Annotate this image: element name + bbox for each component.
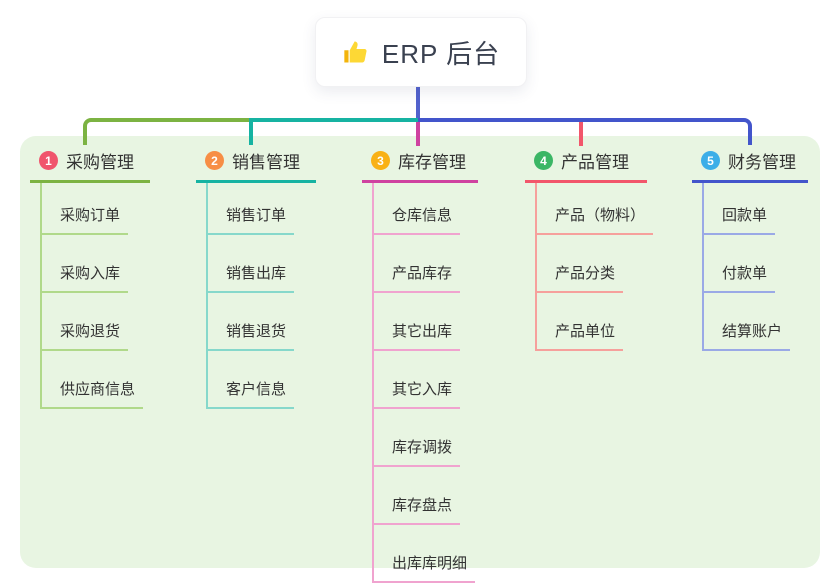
node-purchase-order[interactable]: 采购订单 bbox=[42, 183, 129, 235]
branch-purchase: 1 采购管理 采购订单 采购入库 采购退货 供应商信息 bbox=[30, 146, 150, 409]
branch-sales: 2 销售管理 销售订单 销售出库 销售退货 客户信息 bbox=[196, 146, 316, 409]
root-node-erp[interactable]: ERP 后台 bbox=[315, 17, 527, 87]
node-other-outbound[interactable]: 其它出库 bbox=[374, 293, 461, 351]
branch-node-product[interactable]: 4 产品管理 bbox=[525, 146, 647, 183]
branch-number-badge: 1 bbox=[39, 151, 58, 170]
branch-title: 产品管理 bbox=[561, 153, 629, 172]
node-outbound-detail[interactable]: 出库库明细 bbox=[374, 525, 476, 583]
node-other-inbound[interactable]: 其它入库 bbox=[374, 351, 461, 409]
branch-node-finance[interactable]: 5 财务管理 bbox=[692, 146, 808, 183]
branch-title: 销售管理 bbox=[232, 153, 300, 172]
branch-node-purchase[interactable]: 1 采购管理 bbox=[30, 146, 150, 183]
node-sales-return[interactable]: 销售退货 bbox=[208, 293, 295, 351]
branch-title: 财务管理 bbox=[728, 153, 796, 172]
branch-2-connector-line bbox=[249, 118, 418, 145]
branch-finance: 5 财务管理 回款单 付款单 结算账户 bbox=[692, 146, 808, 351]
branch-subtree: 销售订单 销售出库 销售退货 客户信息 bbox=[206, 183, 316, 409]
branch-inventory: 3 库存管理 仓库信息 产品库存 其它出库 其它入库 库存调拨 库存盘点 出库库… bbox=[362, 146, 478, 583]
node-purchase-return[interactable]: 采购退货 bbox=[42, 293, 129, 351]
node-receipt-bill[interactable]: 回款单 bbox=[704, 183, 776, 235]
branch-number-badge: 2 bbox=[205, 151, 224, 170]
branch-subtree: 采购订单 采购入库 采购退货 供应商信息 bbox=[40, 183, 150, 409]
branch-title: 库存管理 bbox=[398, 153, 466, 172]
node-purchase-inbound[interactable]: 采购入库 bbox=[42, 235, 129, 293]
node-warehouse-info[interactable]: 仓库信息 bbox=[374, 183, 461, 235]
branch-subtree: 回款单 付款单 结算账户 bbox=[702, 183, 808, 351]
thumbs-up-icon bbox=[342, 38, 370, 66]
node-payment-bill[interactable]: 付款单 bbox=[704, 235, 776, 293]
node-supplier-info[interactable]: 供应商信息 bbox=[42, 351, 144, 409]
node-product-unit[interactable]: 产品单位 bbox=[537, 293, 624, 351]
branch-number-badge: 5 bbox=[701, 151, 720, 170]
branch-title: 采购管理 bbox=[66, 153, 134, 172]
node-product-stock[interactable]: 产品库存 bbox=[374, 235, 461, 293]
branch-node-sales[interactable]: 2 销售管理 bbox=[196, 146, 316, 183]
branch-3-connector-line bbox=[416, 122, 420, 146]
node-product-category[interactable]: 产品分类 bbox=[537, 235, 624, 293]
branch-subtree: 产品（物料） 产品分类 产品单位 bbox=[535, 183, 654, 351]
root-node-title: ERP 后台 bbox=[381, 38, 501, 69]
node-sales-outbound[interactable]: 销售出库 bbox=[208, 235, 295, 293]
branch-number-badge: 3 bbox=[371, 151, 390, 170]
branch-number-badge: 4 bbox=[534, 151, 553, 170]
mindmap-canvas bbox=[20, 136, 820, 568]
node-stock-count[interactable]: 库存盘点 bbox=[374, 467, 461, 525]
branch-node-inventory[interactable]: 3 库存管理 bbox=[362, 146, 478, 183]
node-sales-order[interactable]: 销售订单 bbox=[208, 183, 295, 235]
branch-1-connector-line bbox=[83, 118, 249, 145]
root-connector-line bbox=[416, 84, 420, 118]
node-customer-info[interactable]: 客户信息 bbox=[208, 351, 295, 409]
node-product-material[interactable]: 产品（物料） bbox=[537, 183, 654, 235]
node-settlement-account[interactable]: 结算账户 bbox=[704, 293, 791, 351]
branch-product: 4 产品管理 产品（物料） 产品分类 产品单位 bbox=[525, 146, 654, 351]
node-stock-transfer[interactable]: 库存调拨 bbox=[374, 409, 461, 467]
branch-4-connector-line bbox=[579, 122, 583, 146]
branch-subtree: 仓库信息 产品库存 其它出库 其它入库 库存调拨 库存盘点 出库库明细 bbox=[372, 183, 478, 583]
branch-5-connector-line bbox=[418, 118, 752, 145]
